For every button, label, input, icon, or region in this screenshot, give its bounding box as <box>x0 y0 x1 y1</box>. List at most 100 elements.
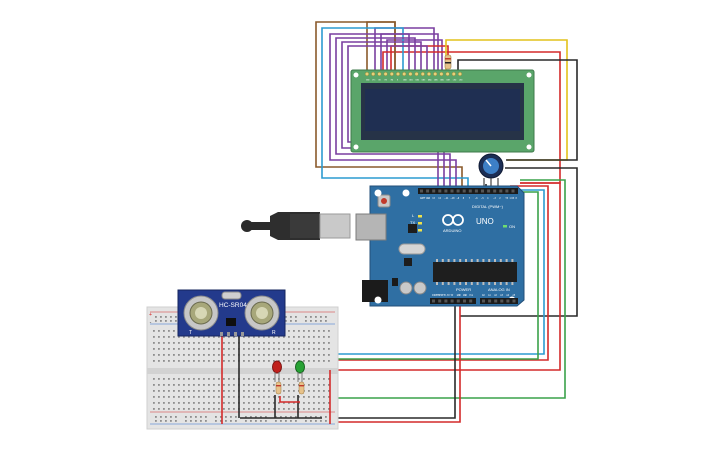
lcd-pin <box>414 71 419 76</box>
header-pin <box>450 299 454 303</box>
lcd-pin <box>445 71 450 76</box>
header-pin <box>500 299 504 303</box>
lcd-pin <box>408 71 413 76</box>
pin-label: ~10 <box>451 197 456 200</box>
lcd-pin <box>377 71 382 76</box>
usb-connector <box>319 213 351 239</box>
pin-label: A1 <box>488 294 491 297</box>
lcd-pin-label: DB4 <box>428 80 432 82</box>
wire-black <box>320 300 456 419</box>
lcd-pin-label: DB6 <box>440 80 444 82</box>
header-pin <box>511 189 515 193</box>
lcd-pin <box>365 71 370 76</box>
led-label-l: L <box>412 213 415 218</box>
lcd-pin-label: DB1 <box>409 80 413 82</box>
header-pin <box>468 189 472 193</box>
sensor-model-label: HC-SR04 <box>219 302 247 309</box>
lcd-pin-label: VCC <box>372 80 375 82</box>
green-led <box>295 360 305 382</box>
on-label: ON <box>509 224 515 229</box>
lcd-pin <box>433 71 438 76</box>
wire-blue <box>230 189 545 355</box>
pin-label: RESET <box>438 294 445 297</box>
lcd-pin <box>383 71 388 76</box>
header-pin <box>482 299 485 303</box>
pin-label: Vin <box>469 294 474 297</box>
wire-green <box>300 179 566 399</box>
lcd-screen <box>365 89 520 131</box>
crystal <box>398 243 426 255</box>
breadboard-wires <box>221 330 331 424</box>
usb-cable <box>241 212 351 240</box>
pin-label: A0 <box>482 294 485 297</box>
crystal <box>221 291 242 300</box>
wire-purple <box>374 27 435 72</box>
pin-label: TX 1 <box>505 197 511 200</box>
header-pin <box>456 299 460 303</box>
header-pin <box>450 189 454 193</box>
lcd-pin-label: RS <box>385 80 388 82</box>
lcd-pin <box>427 71 432 76</box>
pin-label: A2 <box>494 294 497 297</box>
header-pin <box>444 299 448 303</box>
pin-label: ~3 <box>493 197 496 200</box>
header-pin <box>474 189 478 193</box>
mount-hole <box>353 144 359 150</box>
lcd-pin-label: LED <box>459 80 463 82</box>
lcd-backlight-resistor <box>444 54 452 70</box>
wire-blue <box>321 27 469 188</box>
led-label-tx: TX <box>410 220 415 225</box>
header-pin <box>432 299 435 303</box>
board-brand: ARDUINO <box>443 228 461 233</box>
digital-header-label: DIGITAL (PWM~) <box>472 204 504 209</box>
pin-label: 12 <box>438 197 441 200</box>
usb-b-jack <box>355 213 387 241</box>
header-pin <box>462 189 466 193</box>
lcd-pin-label: LED <box>453 80 457 82</box>
regulator <box>404 258 412 266</box>
wire-brown <box>315 21 463 188</box>
pin-label: ~5 <box>481 197 484 200</box>
sensor-r-mark: R <box>272 330 276 336</box>
header-pin <box>512 299 516 303</box>
breadboard-holes <box>153 316 330 422</box>
header-pin <box>426 189 430 193</box>
sensor-t-mark: T <box>189 330 192 336</box>
wire-purple <box>341 41 445 188</box>
lcd-pin <box>439 71 444 76</box>
capacitor <box>399 281 413 295</box>
lcd-pin-label: DB5 <box>434 80 437 82</box>
center-channel <box>147 368 338 374</box>
arduino-logo <box>442 214 464 226</box>
header-pin <box>444 189 448 193</box>
pin-label: GND <box>426 197 431 200</box>
wire-red <box>390 45 449 72</box>
sensor-pins <box>220 332 244 336</box>
pin-label: GND <box>457 294 462 297</box>
lcd-pin <box>389 71 394 76</box>
header-pin <box>505 189 509 193</box>
pin-label: A5 <box>513 294 516 297</box>
lcd-pin <box>420 71 425 76</box>
mount-hole <box>353 72 359 78</box>
lcd-pin-label: DB3 <box>422 80 425 82</box>
wire-red <box>279 396 300 403</box>
analog-header-label: ANALOG IN <box>488 287 510 292</box>
lcd-pin <box>458 71 463 76</box>
wire-purple <box>329 33 457 188</box>
pin-label: A4 <box>506 294 509 297</box>
led-resistors <box>275 381 305 395</box>
header-pin <box>463 299 466 303</box>
pin-label: IOREF <box>432 294 439 297</box>
lcd-pin-label: DB0 <box>403 80 407 82</box>
board-model: UNO <box>476 217 494 226</box>
header-pin <box>506 299 510 303</box>
red-led <box>272 360 282 382</box>
pin-label: ~11 <box>444 197 449 200</box>
